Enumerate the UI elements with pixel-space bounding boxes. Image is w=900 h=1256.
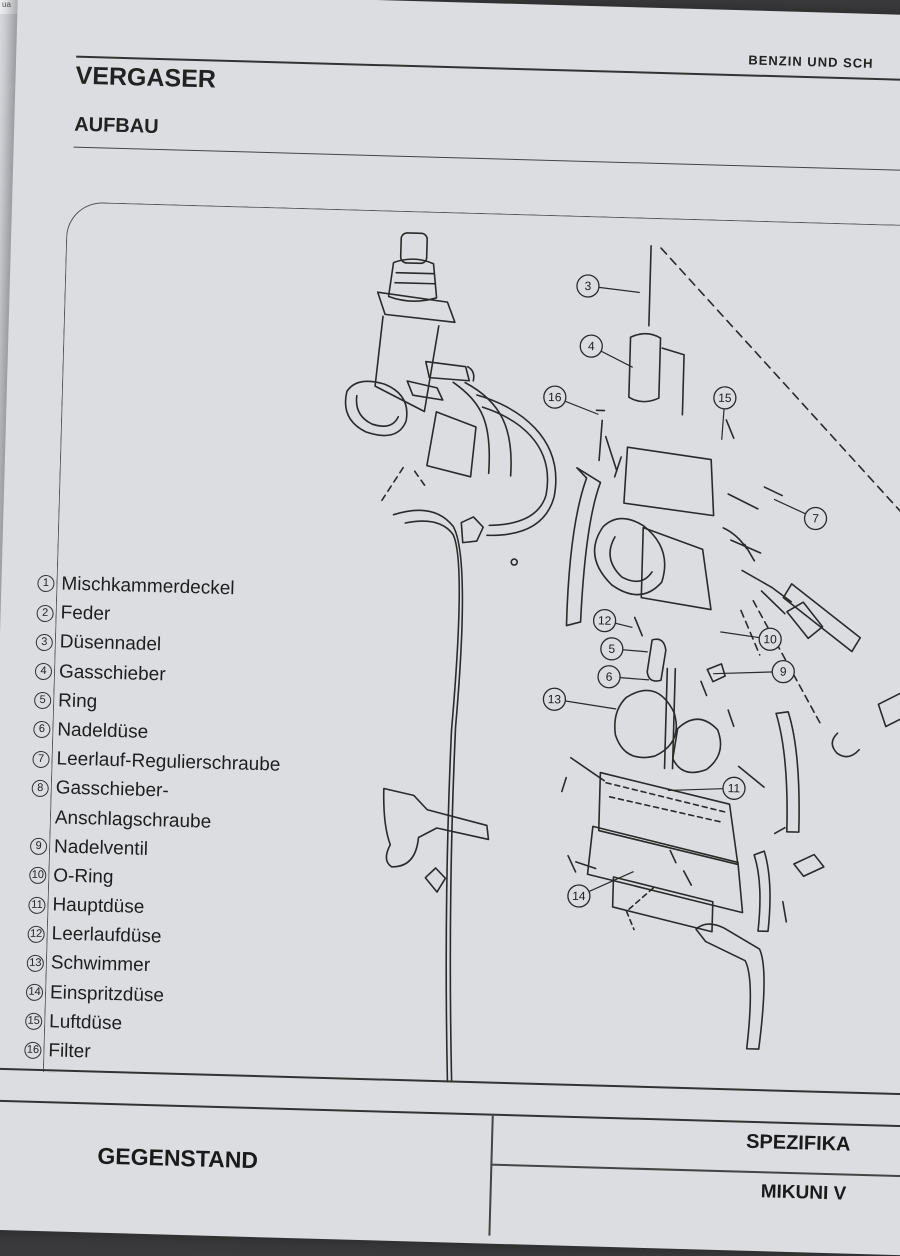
callout-circle — [542, 687, 567, 711]
callout-number: 7 — [812, 511, 819, 525]
table-header-gegenstand: GEGENSTAND — [97, 1142, 259, 1174]
part-number-badge: 13 — [26, 954, 45, 973]
part-name: Gasschieber — [58, 660, 166, 685]
part-name: Hauptdüse — [52, 894, 145, 918]
callout-number: 3 — [584, 279, 591, 293]
callout-number: 9 — [780, 665, 787, 679]
table-value-mikuni: MIKUNI V — [760, 1181, 847, 1205]
part-number-badge: 7 — [32, 750, 50, 768]
table-header-rule — [0, 1099, 900, 1128]
callout-number: 14 — [572, 889, 586, 903]
part-name: Einspritzdüse — [49, 981, 165, 1007]
part-name: Feder — [60, 602, 111, 626]
part-number-badge: 3 — [35, 633, 54, 652]
callout-circle — [597, 665, 621, 689]
part-name: Leerlauf-Regulierschraube — [56, 748, 281, 776]
callout-circle — [576, 274, 600, 298]
callout-circle — [592, 608, 617, 633]
part-name: Nadelventil — [53, 836, 149, 860]
fuel-hose-drawing — [392, 509, 464, 1096]
part-number-badge: 12 — [27, 925, 45, 943]
table-header-spezifikation: SPEZIFIKA — [745, 1130, 851, 1156]
part-number-badge: 5 — [33, 691, 52, 710]
callout-circle — [579, 334, 603, 358]
callout-number: 5 — [608, 642, 615, 656]
callout-circle — [567, 884, 591, 908]
table-inner-rule — [490, 1163, 900, 1178]
part-number-badge: 15 — [24, 1012, 43, 1031]
part-name: Mischkammerdeckel — [61, 573, 235, 600]
callout-number: 16 — [548, 390, 562, 404]
callout-circle — [600, 637, 624, 661]
part-name: Düsennadel — [59, 631, 162, 656]
part-name: Leerlaufdüse — [51, 923, 162, 948]
exploded-carburetor-drawing — [561, 244, 900, 1050]
part-name: Schwimmer — [50, 952, 151, 977]
callout-circle — [771, 659, 795, 684]
callout-number: 13 — [548, 692, 562, 706]
part-number-badge: 11 — [28, 896, 46, 914]
callout-number: 10 — [763, 632, 777, 646]
part-name: O-Ring — [52, 865, 114, 888]
part-number-badge: 1 — [37, 575, 55, 593]
callout-number: 15 — [718, 391, 732, 405]
callout-number: 4 — [588, 339, 595, 353]
callout-circle — [758, 627, 782, 651]
part-number-badge: 9 — [29, 837, 48, 856]
callout-number: 6 — [606, 670, 613, 684]
part-number-badge: 2 — [36, 604, 54, 622]
callout-circle — [713, 386, 737, 410]
part-number-badge: 6 — [33, 721, 51, 739]
part-name: Gasschieber- — [55, 777, 169, 802]
assembled-carburetor-drawing — [344, 232, 557, 566]
callout-circle — [803, 506, 828, 531]
callout-leader-line — [713, 671, 784, 675]
part-name: Luftdüse — [48, 1011, 123, 1035]
part-name: Nadeldüse — [57, 719, 149, 743]
part-name: Ring — [57, 690, 98, 713]
diagram-callouts: 3 4 16 15 7 10 12 5 9 6 13 11 14 — [542, 274, 828, 908]
part-number-badge: 8 — [31, 779, 49, 797]
callout-number: 11 — [728, 781, 741, 795]
part-name: Filter — [48, 1040, 91, 1063]
part-number-badge: 10 — [29, 867, 47, 885]
mounting-bracket-drawing — [382, 787, 490, 868]
part-number-badge: 16 — [24, 1042, 42, 1060]
part-number-badge: 4 — [34, 662, 53, 681]
callout-number: 12 — [598, 613, 612, 627]
part-number-badge: 14 — [25, 983, 44, 1002]
callout-circle — [543, 385, 567, 409]
table-column-divider — [488, 1115, 494, 1236]
callout-circle — [722, 776, 746, 800]
carburetor-exploded-diagram: 3 4 16 15 7 10 12 5 9 6 13 11 14 — [344, 232, 900, 1096]
